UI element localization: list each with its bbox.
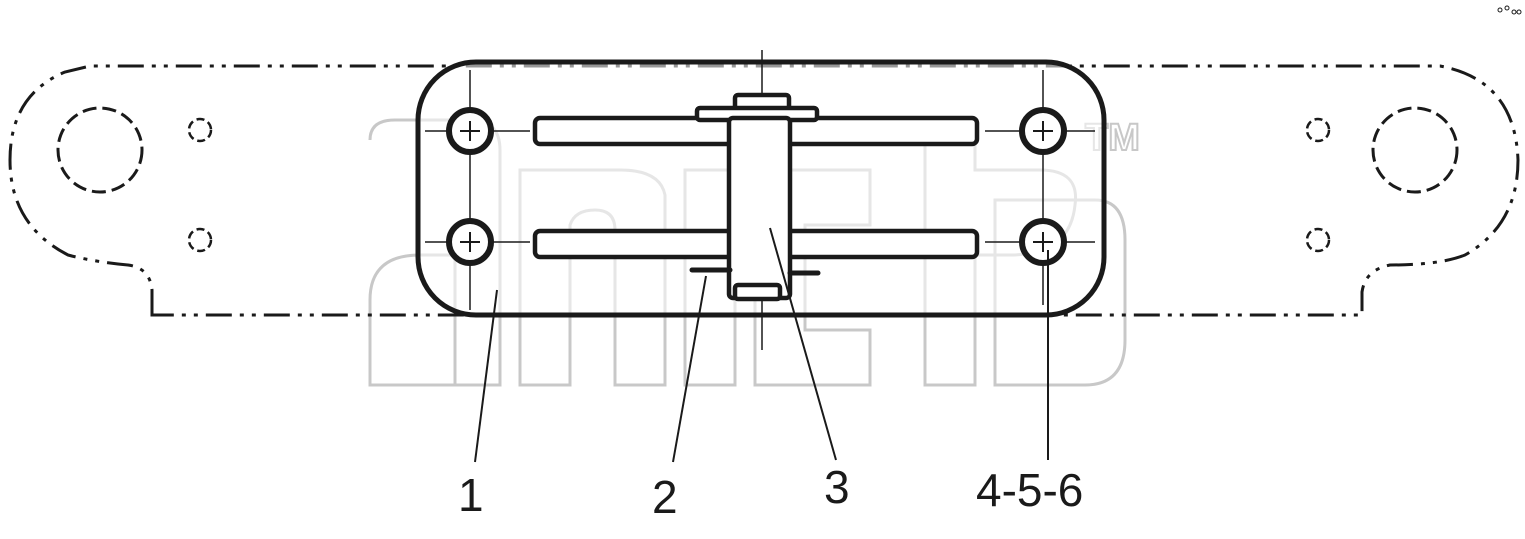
callout-1: 1 xyxy=(458,469,484,521)
bracket-phantom-outline xyxy=(8,64,1520,317)
bracket-hole-right xyxy=(1371,106,1459,194)
callout-3: 3 xyxy=(824,461,850,513)
leader-line-3 xyxy=(769,227,837,461)
leader-lines xyxy=(474,227,1049,463)
leader-line-2 xyxy=(672,275,707,463)
callout-2: 2 xyxy=(652,471,678,523)
slider-block xyxy=(694,92,820,302)
retainer-clip xyxy=(689,267,821,276)
screw-bottom-left xyxy=(446,218,494,266)
screw-top-right xyxy=(1019,107,1067,155)
screw-top-left xyxy=(446,107,494,155)
screw-bottom-right xyxy=(1019,218,1067,266)
bracket-hole-left xyxy=(56,106,144,194)
leader-line-1 xyxy=(474,289,498,463)
bracket-small-holes xyxy=(187,117,1331,253)
corner-mark xyxy=(1497,5,1522,15)
callout-4-5-6: 4-5-6 xyxy=(976,464,1083,516)
